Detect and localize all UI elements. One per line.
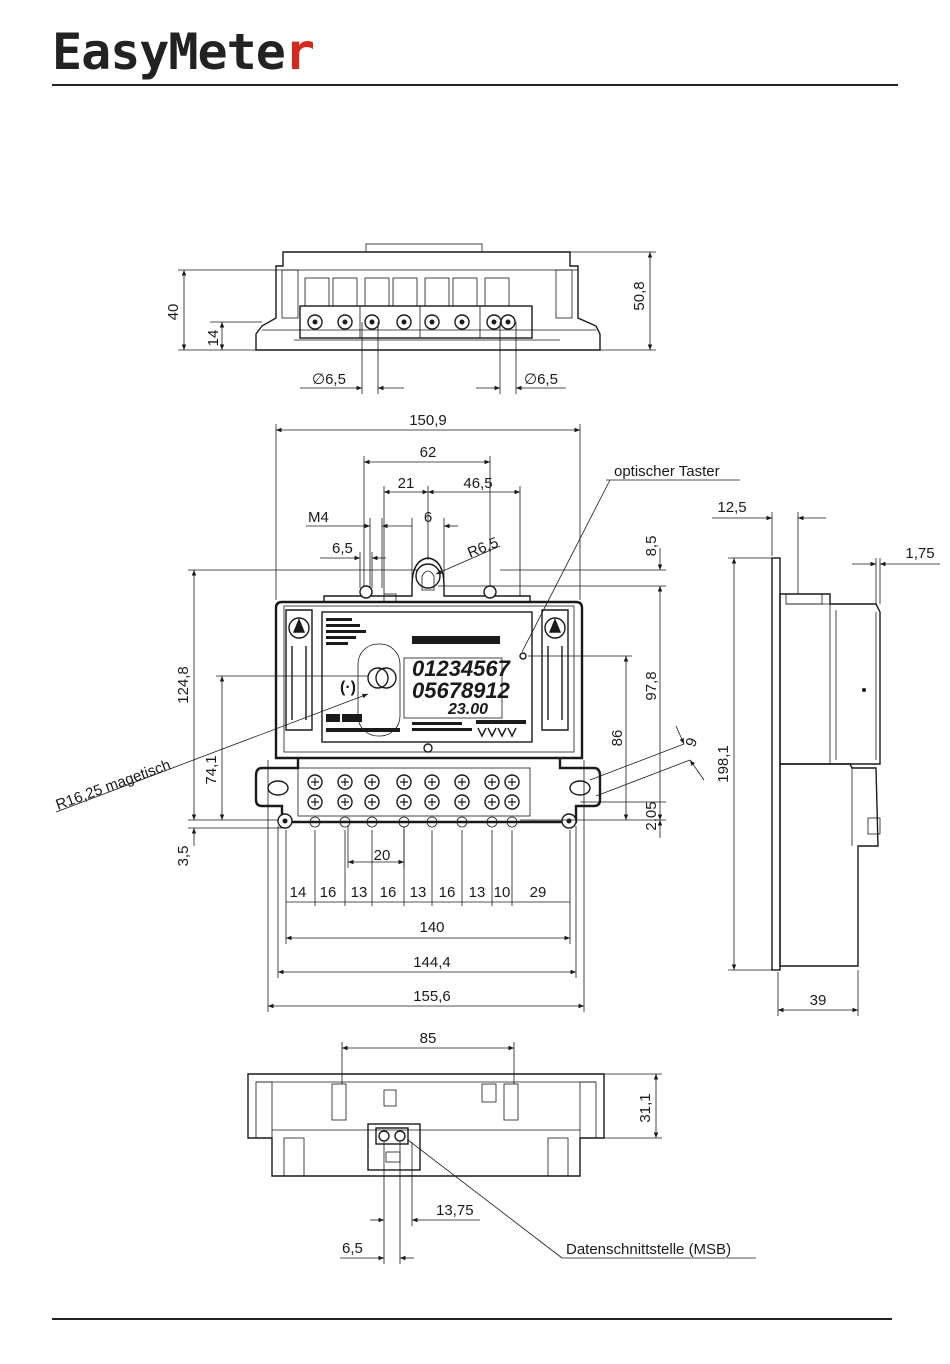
dim-39: 39 (810, 992, 827, 1009)
dim-1-75: 1,75 (905, 545, 934, 562)
dim-6: 6 (424, 509, 432, 526)
dim-150-9: 150,9 (409, 412, 447, 429)
dim-8-5: 8,5 (643, 536, 660, 557)
dim-198-1: 198,1 (715, 745, 732, 783)
label-magnetic: R16,25 magetisch (54, 756, 173, 813)
dim-terminal-9: 29 (530, 884, 547, 901)
dim-40: 40 (165, 304, 182, 321)
side-back-plate (772, 558, 780, 970)
dim-85: 85 (420, 1030, 437, 1047)
dim-3-5: 3,5 (175, 846, 192, 867)
dim-6-5: 6,5 (332, 540, 353, 557)
dim-terminal-2: 16 (320, 884, 337, 901)
dim-13-75: 13,75 (436, 1202, 474, 1219)
dim-12-5: 12,5 (717, 499, 746, 516)
dim-21: 21 (398, 475, 415, 492)
dim-2-05: 2,05 (643, 801, 660, 830)
optical-button-dot (520, 653, 526, 659)
ce-mark: (·) (340, 679, 356, 696)
dim-m4: M4 (308, 509, 329, 526)
dim-terminal-5: 13 (410, 884, 427, 901)
front-view: (·) 01234567 05678912 23.00 (54, 412, 740, 1012)
dim-terminal-3: 13 (351, 884, 368, 901)
dim-9: 9 (682, 736, 701, 750)
display-line-3: 23.00 (447, 701, 488, 718)
dim-terminal-4: 16 (380, 884, 397, 901)
dim-62: 62 (420, 444, 437, 461)
dim-74-1: 74,1 (203, 755, 220, 784)
bottom-view: 85 31,1 13,75 6,5 Datenschnittstelle (MS… (248, 1030, 756, 1264)
dim-14: 14 (205, 330, 222, 347)
dim-124-8: 124,8 (175, 666, 192, 704)
dim-97-8: 97,8 (643, 671, 660, 700)
front-terminal-screws (308, 775, 519, 809)
dim-20: 20 (374, 847, 391, 864)
dim-bottom-6-5: 6,5 (342, 1240, 363, 1257)
dim-terminal-7: 13 (469, 884, 486, 901)
dim-46-5: 46,5 (463, 475, 492, 492)
top-view: 40 14 50,8 ∅6,5 ∅6,5 (165, 244, 656, 394)
dim-terminal-8: 10 (494, 884, 511, 901)
label-msb-interface: Datenschnittstelle (MSB) (566, 1241, 731, 1258)
dim-dia-left: ∅6,5 (312, 371, 346, 388)
dim-86: 86 (609, 730, 626, 747)
display-line-2: 05678912 (412, 678, 511, 703)
dim-31-1: 31,1 (637, 1093, 654, 1122)
top-terminal-screws (308, 315, 515, 329)
dim-50-8: 50,8 (631, 281, 648, 310)
dim-r6-5: R6,5 (465, 534, 501, 562)
dim-terminal-6: 16 (439, 884, 456, 901)
dim-155-6: 155,6 (413, 988, 451, 1005)
label-optical-button: optischer Taster (614, 463, 720, 480)
dim-dia-right: ∅6,5 (524, 371, 558, 388)
dim-140: 140 (419, 919, 444, 936)
side-view: 12,5 1,75 198,1 39 (712, 499, 940, 1016)
terminal-spacing-dims: 14 16 13 16 13 16 13 10 29 (290, 884, 547, 901)
dim-144-4: 144,4 (413, 954, 451, 971)
dim-terminal-1: 14 (290, 884, 307, 901)
